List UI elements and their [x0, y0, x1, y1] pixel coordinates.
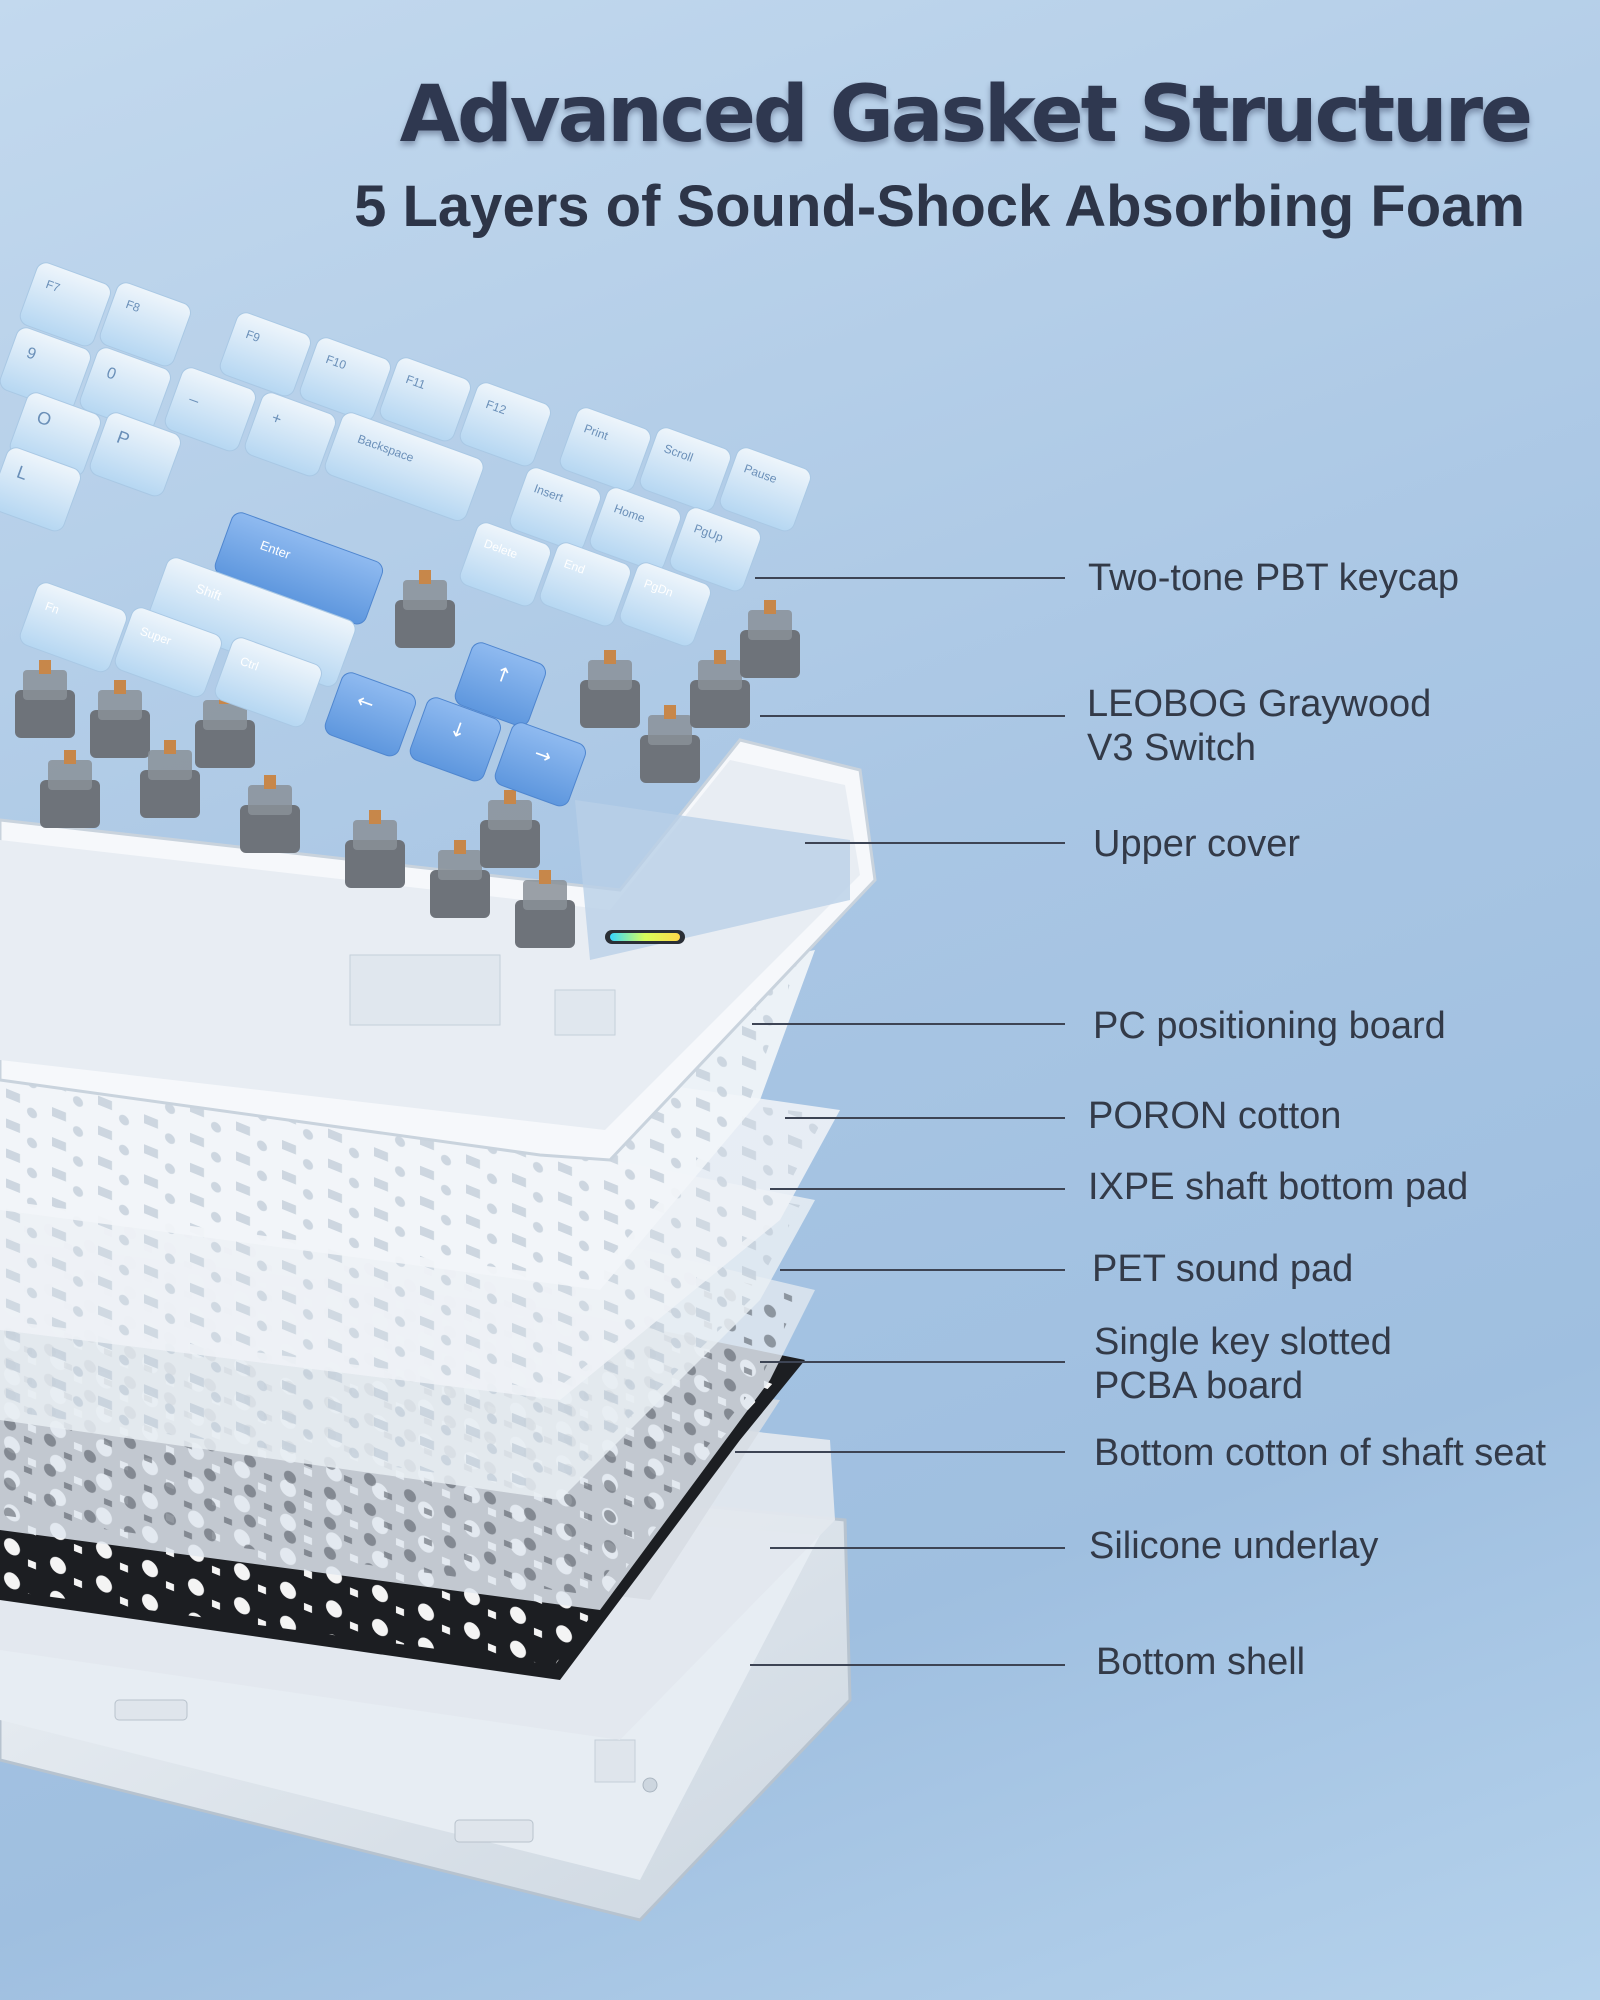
switches — [15, 570, 800, 948]
callout-line: LEOBOG Graywood — [1087, 683, 1432, 725]
callout-pet: PET sound pad — [1092, 1247, 1353, 1291]
keycaps: F7 F8 F9 F10 F11 F12 9 0 _ + Backspace O… — [0, 262, 811, 807]
keycap-legend: End — [562, 556, 587, 576]
leader-lines — [735, 577, 1065, 1666]
keycap-legend: F9 — [244, 327, 262, 345]
callout-line: Single key slotted — [1094, 1321, 1392, 1363]
callout-poron: PORON cotton — [1088, 1094, 1341, 1138]
callout-line: PCBA board — [1094, 1365, 1304, 1407]
callout-upper-cover: Upper cover — [1093, 822, 1300, 866]
callout-bottom-shell: Bottom shell — [1096, 1640, 1305, 1684]
keycap-legend: Fn — [43, 599, 61, 617]
keycap-legend: F7 — [44, 277, 62, 295]
callout-line: Upper cover — [1093, 823, 1300, 865]
callout-line: Silicone underlay — [1089, 1525, 1379, 1567]
callout-ixpe: IXPE shaft bottom pad — [1088, 1165, 1468, 1209]
callout-line: PC positioning board — [1093, 1005, 1446, 1047]
callout-bottom-cotton: Bottom cotton of shaft seat — [1094, 1431, 1546, 1475]
callout-line: PORON cotton — [1088, 1095, 1342, 1137]
svg-text:→: → — [531, 741, 555, 769]
keycap-legend: Ctrl — [238, 654, 260, 674]
callout-line: IXPE shaft bottom pad — [1088, 1166, 1469, 1208]
page-title: Advanced Gasket Structure — [399, 70, 1533, 160]
callout-pbt-keycap: Two-tone PBT keycap — [1088, 556, 1459, 600]
callout-pcba: Single key slotted PCBA board — [1094, 1320, 1392, 1408]
svg-text:↑: ↑ — [491, 661, 515, 689]
keycap-legend: F10 — [324, 352, 349, 372]
upper-cover — [0, 738, 877, 1162]
callout-line: Bottom cotton of shaft seat — [1094, 1432, 1547, 1474]
callout-switch: LEOBOG Graywood V3 Switch — [1087, 682, 1431, 770]
callout-line: V3 Switch — [1087, 727, 1256, 769]
callout-line: Bottom shell — [1096, 1641, 1306, 1683]
svg-text:↓: ↓ — [446, 716, 470, 744]
callout-silicone: Silicone underlay — [1089, 1524, 1378, 1568]
keycap-legend: F11 — [404, 372, 428, 392]
svg-text:←: ← — [354, 688, 378, 716]
callout-line: Two-tone PBT keycap — [1088, 557, 1460, 599]
callout-line: PET sound pad — [1092, 1248, 1354, 1290]
callout-pc-board: PC positioning board — [1093, 1004, 1446, 1048]
keycap-legend: F12 — [484, 397, 509, 417]
keycap-legend: O — [34, 407, 54, 431]
keycap-legend: F8 — [124, 297, 142, 315]
page-subtitle: 5 Layers of Sound-Shock Absorbing Foam — [354, 174, 1525, 239]
